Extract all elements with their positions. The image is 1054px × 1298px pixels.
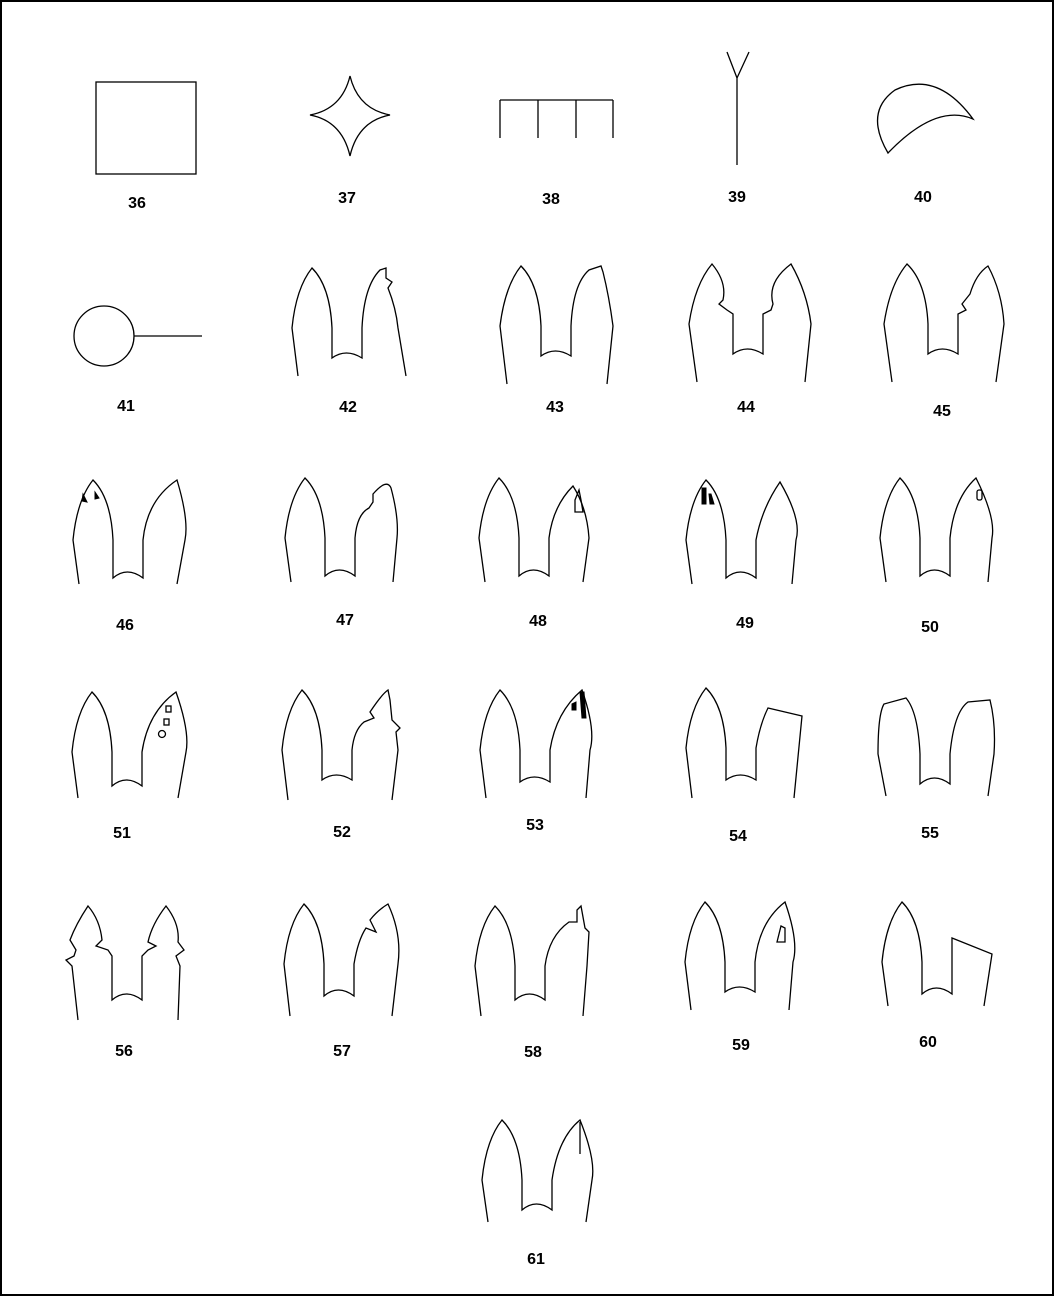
figure-56: 56 (66, 906, 184, 1060)
figure-50: 50 (880, 478, 993, 636)
figure-label: 41 (117, 398, 135, 415)
figure-57: 57 (284, 904, 399, 1060)
tooth-pair-outline (284, 904, 399, 1016)
figure-label: 61 (527, 1251, 545, 1268)
tooth-pair-outline (285, 478, 397, 582)
figure-label: 60 (919, 1034, 937, 1051)
tooth-mark (159, 731, 166, 738)
tooth-pair-outline (479, 478, 589, 582)
figure-label: 54 (729, 828, 747, 845)
figure-52: 52 (282, 690, 400, 841)
tooth-pair-outline (282, 690, 400, 800)
tooth-mark (777, 926, 785, 942)
figure-53: 53 (480, 690, 592, 834)
figure-label: 36 (128, 195, 146, 212)
crescent-symbol (878, 84, 973, 153)
figure-46: 46 (73, 480, 186, 634)
figure-label: 55 (921, 825, 939, 842)
figure-label: 40 (914, 189, 932, 206)
figure-label: 57 (333, 1043, 351, 1060)
tooth-mark (164, 719, 169, 725)
tooth-pair-outline (685, 902, 795, 1010)
figure-38: 38 (500, 100, 613, 208)
tooth-pair-outline (500, 266, 613, 384)
figure-label: 46 (116, 617, 134, 634)
figure-47: 47 (285, 478, 397, 629)
figure-49: 49 (686, 480, 797, 632)
figure-40: 40 (878, 84, 973, 206)
figure-42: 42 (292, 268, 406, 416)
comb-symbol (500, 100, 613, 138)
tooth-pair-outline (475, 906, 589, 1016)
figure-label: 53 (526, 817, 544, 834)
figure-label: 38 (542, 191, 560, 208)
tooth-mark (572, 692, 586, 718)
figure-label: 52 (333, 824, 351, 841)
tooth-mark (575, 490, 583, 512)
tooth-mark (702, 488, 714, 504)
tooth-pair-outline (292, 268, 406, 376)
figure-37: 37 (310, 76, 390, 207)
figure-label: 37 (338, 190, 356, 207)
figure-55: 55 (878, 698, 995, 842)
tooth-pair-outline (686, 688, 802, 798)
figure-label: 56 (115, 1043, 133, 1060)
figure-label: 45 (933, 403, 951, 420)
y-fork-symbol (727, 52, 749, 165)
tooth-pair-outline (884, 264, 1004, 382)
figure-58: 58 (475, 906, 589, 1061)
figure-label: 44 (737, 399, 755, 416)
figure-label: 50 (921, 619, 939, 636)
figure-39: 39 (727, 52, 749, 206)
figure-label: 48 (529, 613, 547, 630)
figure-36: 36 (96, 82, 196, 212)
tooth-pair-outline (72, 692, 187, 798)
tooth-pair-outline (482, 1120, 593, 1222)
tooth-mark (166, 706, 171, 712)
figure-label: 49 (736, 615, 754, 632)
tooth-mark (977, 490, 982, 500)
tooth-pair-outline (878, 698, 995, 796)
circle-symbol (74, 306, 134, 366)
tooth-pair-outline (880, 478, 993, 582)
figure-48: 48 (479, 478, 589, 630)
figure-label: 43 (546, 399, 564, 416)
figure-label: 47 (336, 612, 354, 629)
figure-59: 59 (685, 902, 795, 1054)
figure-label: 59 (732, 1037, 750, 1054)
tooth-pair-outline (73, 480, 186, 584)
square-symbol (96, 82, 196, 174)
figure-61: 61 (482, 1120, 593, 1268)
tooth-pair-outline (66, 906, 184, 1020)
four-point-star-symbol (310, 76, 390, 156)
figure-label: 51 (113, 825, 131, 842)
figure-label: 42 (339, 399, 357, 416)
figure-label: 39 (728, 189, 746, 206)
figure-60: 60 (882, 902, 992, 1051)
figure-51: 51 (72, 692, 187, 842)
figure-43: 43 (500, 266, 613, 416)
figure-54: 54 (686, 688, 802, 845)
figure-41: 41 (74, 306, 202, 415)
figure-label: 58 (524, 1044, 542, 1061)
figure-44: 44 (689, 264, 811, 416)
figure-45: 45 (884, 264, 1004, 420)
tooth-pair-outline (882, 902, 992, 1006)
tooth-pair-outline (689, 264, 811, 382)
